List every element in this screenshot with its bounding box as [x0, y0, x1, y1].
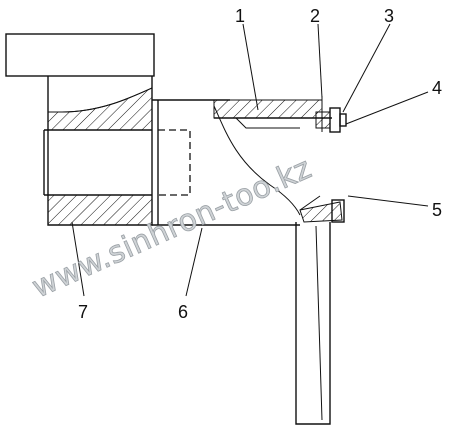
watermark: www.sinhron-too.kz: [27, 151, 317, 306]
part-7-sleeve: [43, 76, 153, 226]
callout-6: 6: [178, 302, 188, 322]
seal-assembly-bottom: [299, 195, 345, 223]
callout-4: 4: [432, 78, 442, 98]
part-6-shaft: [152, 99, 301, 226]
vertical-lever: [295, 222, 331, 425]
callout-3: 3: [384, 6, 394, 26]
callout-1: 1: [235, 6, 245, 26]
part-1-bush: [213, 96, 332, 132]
callout-7: 7: [78, 302, 88, 322]
callout-5: 5: [432, 200, 442, 220]
housing-plate: [5, 33, 155, 77]
leader-lines: [71, 23, 429, 297]
callout-2: 2: [310, 6, 320, 26]
seal-assembly-top: [315, 107, 347, 133]
